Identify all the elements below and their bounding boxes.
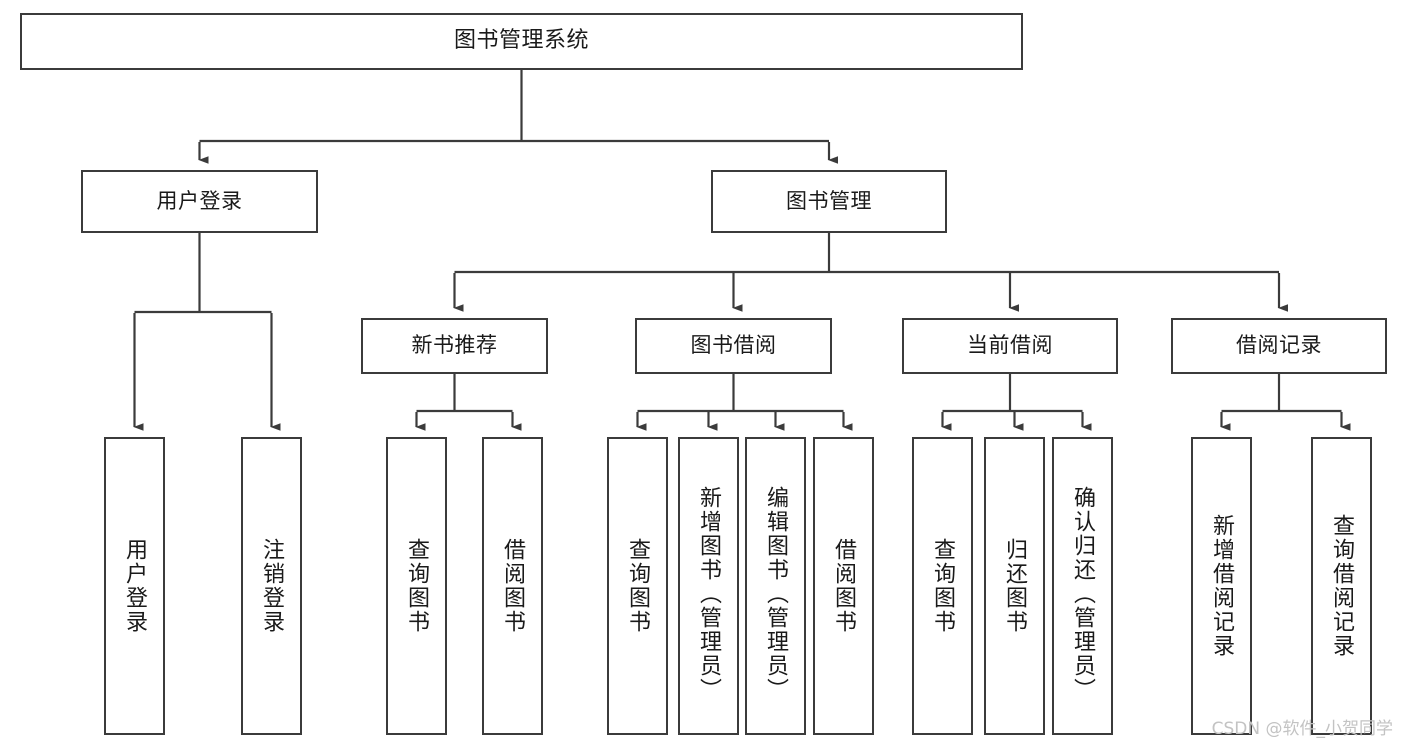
leaf-add-record[interactable]: 新增借阅记录 xyxy=(1191,437,1252,735)
node-book-borrow-label: 图书借阅 xyxy=(690,333,777,358)
leaf-confirm-return[interactable]: 确认归还（管理员） xyxy=(1052,437,1113,735)
leaf-user-logout[interactable]: 注销登录 xyxy=(241,437,302,735)
leaf-query-record-label: 查询借阅记录 xyxy=(1329,514,1355,658)
leaf-query-book-3[interactable]: 查询图书 xyxy=(912,437,973,735)
leaf-edit-book-label: 编辑图书（管理员） xyxy=(763,486,789,702)
node-new-book-recommend[interactable]: 新书推荐 xyxy=(361,318,548,374)
leaf-add-book-label: 新增图书（管理员） xyxy=(696,486,722,702)
leaf-add-book[interactable]: 新增图书（管理员） xyxy=(678,437,739,735)
leaf-query-book-2-label: 查询图书 xyxy=(625,538,651,634)
leaf-query-record[interactable]: 查询借阅记录 xyxy=(1311,437,1372,735)
leaf-return-book[interactable]: 归还图书 xyxy=(984,437,1045,735)
leaf-borrow-book-2[interactable]: 借阅图书 xyxy=(813,437,874,735)
leaf-edit-book[interactable]: 编辑图书（管理员） xyxy=(745,437,806,735)
leaf-query-book-3-label: 查询图书 xyxy=(930,538,956,634)
node-current-borrow-label: 当前借阅 xyxy=(967,333,1053,358)
watermark: CSDN @软件_小贺同学 xyxy=(1211,719,1393,739)
leaf-user-login-label: 用户登录 xyxy=(122,538,148,634)
node-new-book-recommend-label: 新书推荐 xyxy=(411,333,498,358)
node-root[interactable]: 图书管理系统 xyxy=(20,13,1023,70)
leaf-return-book-label: 归还图书 xyxy=(1002,538,1028,634)
node-book-manage[interactable]: 图书管理 xyxy=(711,170,947,233)
node-current-borrow[interactable]: 当前借阅 xyxy=(902,318,1118,374)
leaf-borrow-book-1[interactable]: 借阅图书 xyxy=(482,437,543,735)
leaf-query-book-1[interactable]: 查询图书 xyxy=(386,437,447,735)
leaf-borrow-book-2-label: 借阅图书 xyxy=(831,538,857,634)
node-borrow-record[interactable]: 借阅记录 xyxy=(1171,318,1387,374)
node-borrow-record-label: 借阅记录 xyxy=(1236,333,1322,358)
leaf-query-book-1-label: 查询图书 xyxy=(404,538,430,634)
leaf-add-record-label: 新增借阅记录 xyxy=(1209,514,1235,658)
leaf-query-book-2[interactable]: 查询图书 xyxy=(607,437,668,735)
leaf-user-login[interactable]: 用户登录 xyxy=(104,437,165,735)
leaf-user-logout-label: 注销登录 xyxy=(259,538,285,634)
node-root-label: 图书管理系统 xyxy=(453,28,589,54)
node-book-manage-label: 图书管理 xyxy=(786,188,872,213)
node-user-login[interactable]: 用户登录 xyxy=(81,170,318,233)
leaf-confirm-return-label: 确认归还（管理员） xyxy=(1070,486,1096,702)
leaf-borrow-book-1-label: 借阅图书 xyxy=(500,538,526,634)
node-user-login-label: 用户登录 xyxy=(156,188,243,213)
node-book-borrow[interactable]: 图书借阅 xyxy=(635,318,832,374)
